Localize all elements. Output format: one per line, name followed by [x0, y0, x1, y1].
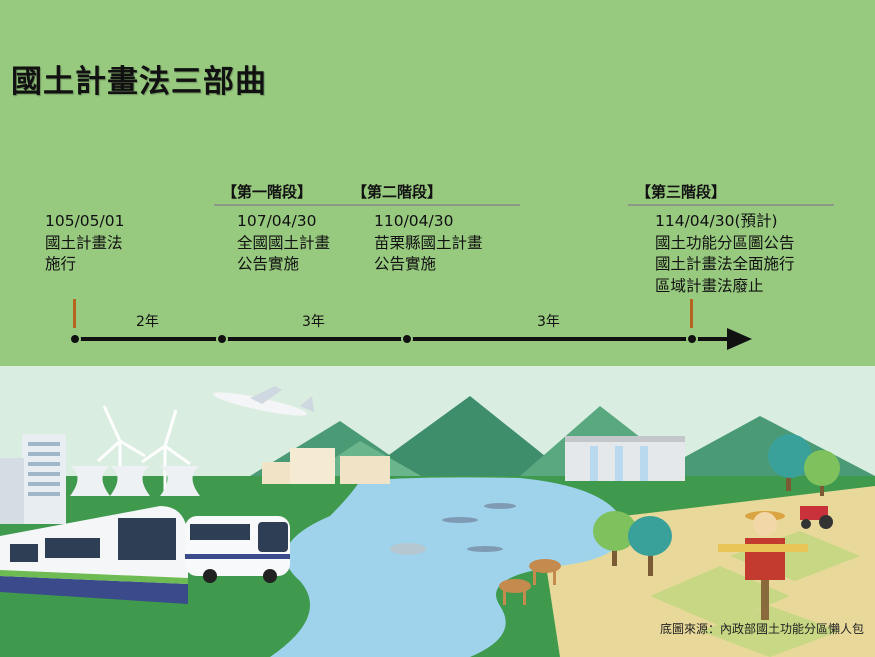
event-3-line-1: 苗栗縣國土計畫 — [374, 233, 483, 252]
event-3: 110/04/30 苗栗縣國土計畫 公告實施 — [374, 211, 483, 276]
power-plant-icon — [70, 466, 200, 496]
event-1: 105/05/01 國土計畫法 施行 — [45, 211, 124, 276]
dam-icon — [565, 436, 685, 481]
fish-icon — [442, 503, 516, 552]
event-2-line-1: 全國國土計畫 — [237, 233, 331, 252]
duration-2: 3年 — [302, 314, 325, 330]
stage-1-label: 【第一階段】 — [222, 183, 313, 201]
event-3-line-2: 公告實施 — [374, 255, 437, 273]
tractor-icon — [800, 506, 833, 529]
stage-3-label: 【第三階段】 — [636, 183, 727, 201]
timeline — [69, 299, 752, 350]
timeline-arrowhead — [727, 328, 752, 350]
deer-icon — [499, 559, 561, 605]
landscape-illustration — [0, 366, 875, 657]
event-1-line-1: 國土計畫法 — [45, 233, 123, 252]
event-4-date: 114/04/30(預計) — [655, 212, 778, 230]
page-title: 國土計畫法三部曲 — [11, 64, 267, 100]
trees-icon — [593, 434, 840, 576]
city-buildings-icon — [0, 434, 390, 524]
event-4: 114/04/30(預計) 國土功能分區圖公告 國土計畫法全面施行 區域計畫法廢… — [655, 211, 795, 297]
event-3-date: 110/04/30 — [374, 212, 454, 230]
stage-1-2-divider — [214, 204, 520, 206]
end-marker — [690, 299, 693, 328]
duration-1: 2年 — [136, 314, 159, 330]
timeline-point-1 — [69, 333, 81, 345]
stage-2-label: 【第二階段】 — [352, 183, 443, 201]
stage-3-divider — [628, 204, 834, 206]
river-icon — [270, 477, 624, 657]
airplane-icon — [213, 386, 314, 416]
event-4-line-2: 國土計畫法全面施行 — [655, 255, 795, 273]
timeline-point-3 — [401, 333, 413, 345]
event-1-date: 105/05/01 — [45, 212, 125, 230]
event-2-date: 107/04/30 — [237, 212, 317, 230]
event-2: 107/04/30 全國國土計畫 公告實施 — [237, 211, 330, 276]
start-marker — [73, 299, 76, 328]
event-1-line-2: 施行 — [45, 255, 77, 273]
image-source-caption: 底圖來源：內政部國土功能分區懶人包 — [659, 622, 864, 636]
event-2-line-2: 公告實施 — [237, 255, 300, 273]
bus-icon — [185, 516, 290, 583]
event-4-line-3: 區域計畫法廢止 — [655, 276, 764, 295]
timeline-point-2 — [216, 333, 228, 345]
scarecrow-icon — [718, 511, 808, 620]
event-4-line-1: 國土功能分區圖公告 — [655, 233, 795, 252]
timeline-point-4 — [686, 333, 698, 345]
duration-3: 3年 — [537, 314, 560, 330]
train-icon — [0, 506, 188, 604]
